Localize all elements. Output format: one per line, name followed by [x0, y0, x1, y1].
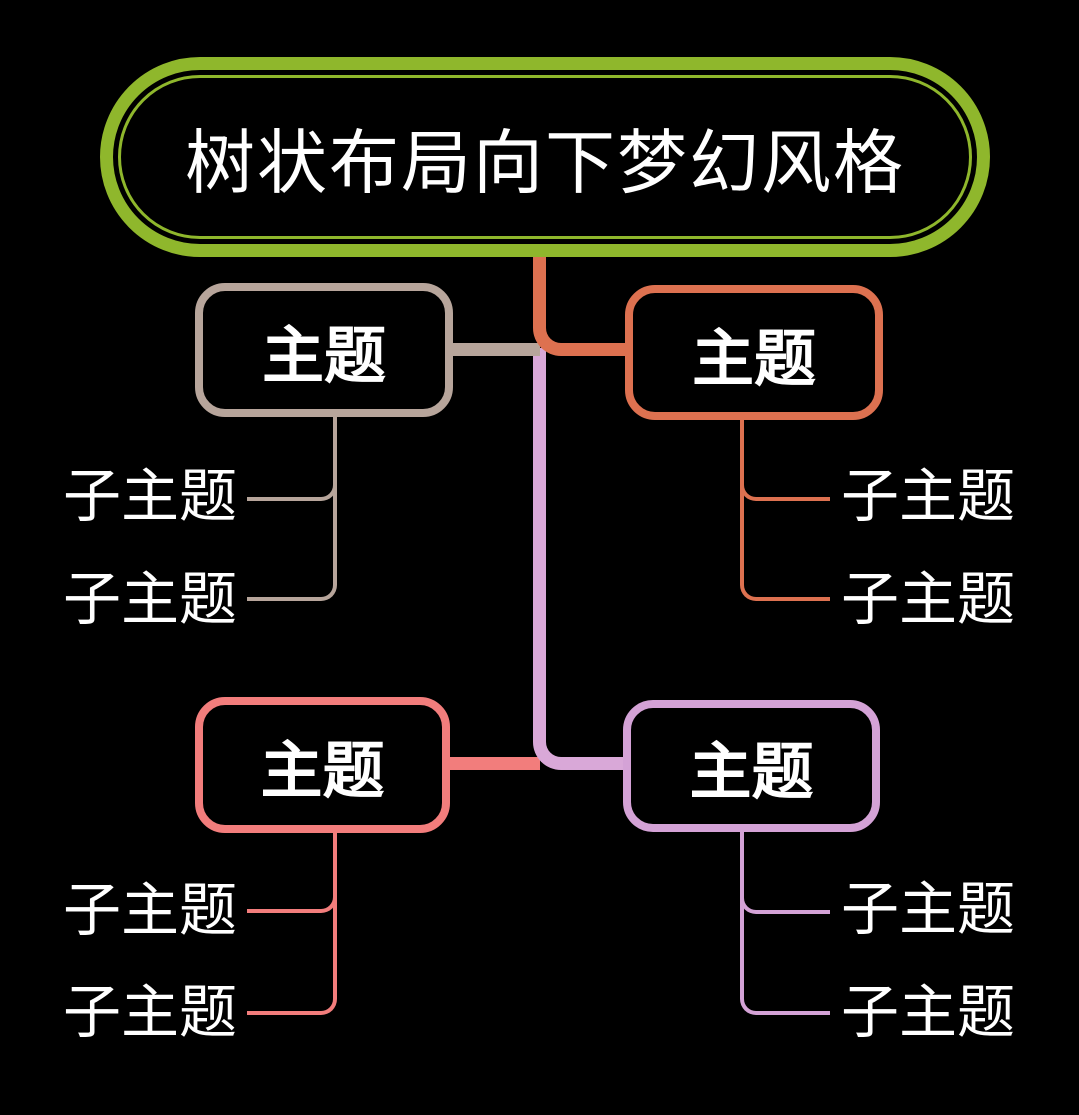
- subtopic-label[interactable]: 子主题: [841, 877, 1016, 942]
- subtopic-elbow-connector: [740, 497, 830, 601]
- subtopic-label[interactable]: 子主题: [841, 464, 1016, 529]
- subtopic-elbow-connector: [740, 910, 830, 1015]
- subtopic-label[interactable]: 子主题: [63, 567, 238, 632]
- subtopic-drop-line: [740, 418, 744, 501]
- subtopic-label[interactable]: 子主题: [841, 567, 1016, 632]
- connector-bottom-left-to-trunk: [448, 757, 540, 770]
- topic-label: 主题: [691, 325, 816, 394]
- root-label: 树状布局向下梦幻风格: [185, 125, 905, 203]
- subtopic-elbow-connector: [740, 483, 830, 501]
- trunk-upper-connector: [533, 250, 625, 356]
- topic-node-top-right[interactable]: 主题: [625, 285, 883, 420]
- subtopic-elbow-connector: [247, 895, 337, 913]
- subtopic-label[interactable]: 子主题: [63, 878, 238, 943]
- subtopic-drop-line: [740, 830, 744, 914]
- subtopic-drop-line: [333, 415, 337, 501]
- subtopic-elbow-connector: [740, 896, 830, 914]
- subtopic-elbow-connector: [247, 497, 337, 601]
- subtopic-label[interactable]: 子主题: [63, 980, 238, 1045]
- subtopic-label[interactable]: 子主题: [841, 980, 1016, 1045]
- topic-label: 主题: [260, 738, 385, 806]
- subtopic-elbow-connector: [247, 483, 337, 501]
- topic-label: 主题: [261, 323, 386, 391]
- trunk-lower-connector: [533, 348, 623, 770]
- topic-node-bottom-right[interactable]: 主题: [623, 700, 880, 832]
- topic-label: 主题: [689, 739, 814, 807]
- topic-node-bottom-left[interactable]: 主题: [195, 697, 450, 833]
- connector-top-left-to-trunk: [449, 343, 540, 356]
- subtopic-label[interactable]: 子主题: [63, 464, 238, 529]
- subtopic-elbow-connector: [247, 909, 337, 1015]
- root-node[interactable]: 树状布局向下梦幻风格: [100, 57, 990, 257]
- topic-node-top-left[interactable]: 主题: [195, 283, 453, 417]
- subtopic-drop-line: [333, 831, 337, 913]
